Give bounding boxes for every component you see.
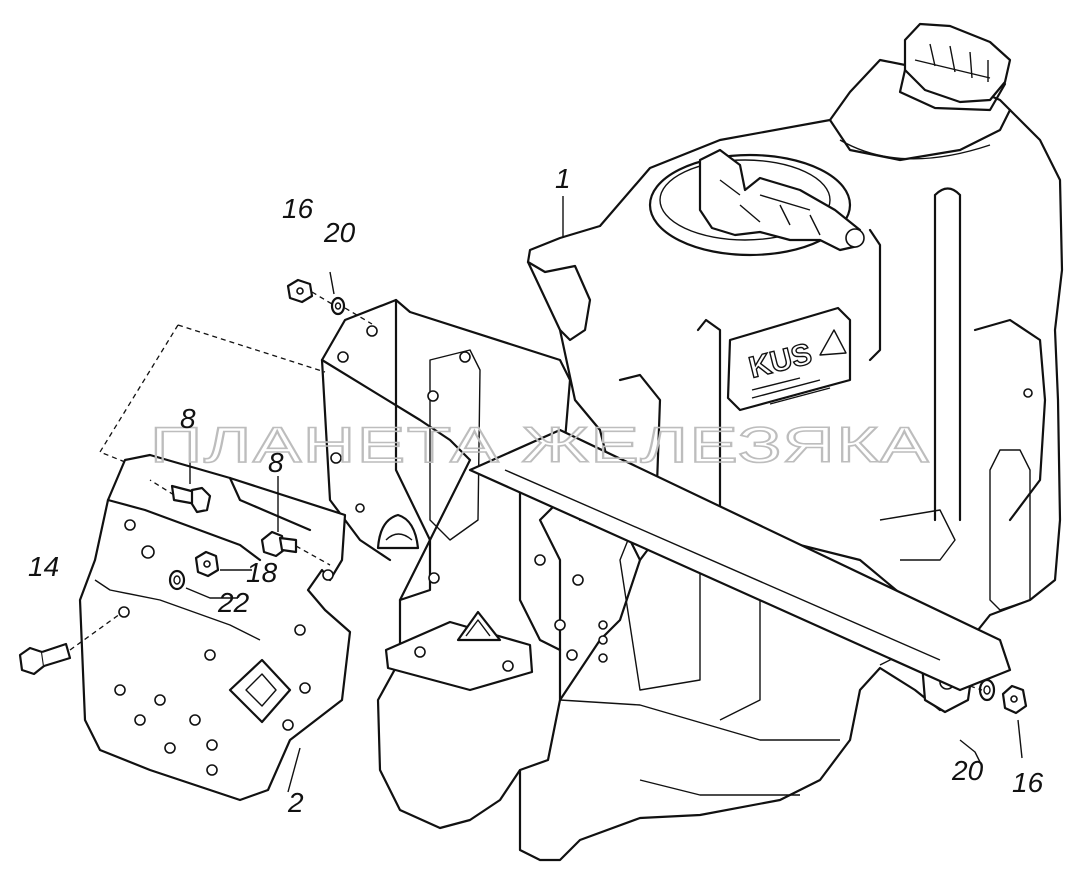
- callouts: 1 2 8 8 14 16 20 18 22 20 16: [28, 163, 1044, 818]
- callout-8-lower: 8: [268, 447, 284, 478]
- callout-8-upper: 8: [180, 403, 196, 434]
- nut-16-lower: [1001, 684, 1028, 715]
- bolt-14: [18, 642, 72, 676]
- callout-20-lower: 20: [951, 755, 984, 786]
- washer-20-lower: [978, 678, 996, 702]
- side-plate: [78, 453, 352, 802]
- leader-lines: [69, 196, 1023, 793]
- callout-2: 2: [287, 787, 304, 818]
- tank-label-plate: KUS: [726, 306, 852, 412]
- washer-22: [168, 569, 186, 591]
- callout-22: 22: [217, 587, 250, 618]
- callout-1: 1: [555, 163, 571, 194]
- callout-20-upper: 20: [323, 217, 356, 248]
- nut-18: [194, 550, 220, 578]
- bolt-8-lower: [260, 530, 298, 558]
- rubber-pad: [376, 513, 420, 550]
- mounting-bracket: [320, 298, 1012, 830]
- callout-14: 14: [28, 551, 59, 582]
- filler-cap: [898, 22, 1012, 112]
- watermark-text: ПЛАНЕТА ЖЕЛЕЗЯКА: [150, 417, 930, 473]
- sender-unit: [698, 148, 865, 252]
- foot-plate: [384, 610, 534, 692]
- nut-16-upper: [286, 278, 314, 304]
- callout-16-lower: 16: [1012, 767, 1044, 798]
- callout-16-upper: 16: [282, 193, 314, 224]
- callout-18: 18: [246, 557, 278, 588]
- fasteners: [18, 278, 1028, 715]
- washer-20-upper: [330, 296, 346, 316]
